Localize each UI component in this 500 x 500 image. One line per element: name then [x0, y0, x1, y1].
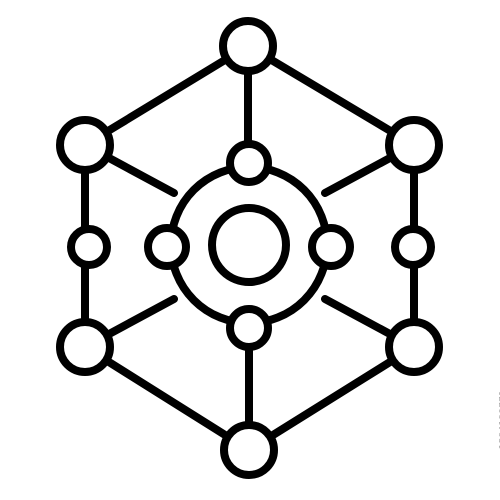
center-core-circle	[208, 204, 290, 286]
node-top	[219, 17, 277, 75]
edge-bottom-left	[81, 343, 253, 454]
ring-node-right	[308, 224, 354, 270]
node-upper-left	[56, 116, 114, 174]
node-upper-right	[385, 116, 443, 174]
edge-top-right	[244, 42, 418, 149]
edge-bottom-right	[245, 343, 418, 454]
edge-top-left	[81, 42, 252, 149]
ring-node-top	[226, 140, 272, 186]
node-lower-left	[56, 318, 114, 376]
node-right-mid	[391, 225, 435, 269]
node-left-mid	[67, 225, 111, 269]
node-bottom	[220, 421, 278, 479]
ring-node-left	[144, 224, 190, 270]
ring-nodes	[144, 140, 354, 351]
node-lower-right	[385, 318, 443, 376]
side-mid-nodes	[67, 225, 435, 269]
ring-node-bottom	[226, 305, 272, 351]
inner-spokes	[81, 42, 418, 454]
outer-nodes	[56, 17, 443, 479]
center-ring	[167, 163, 331, 327]
